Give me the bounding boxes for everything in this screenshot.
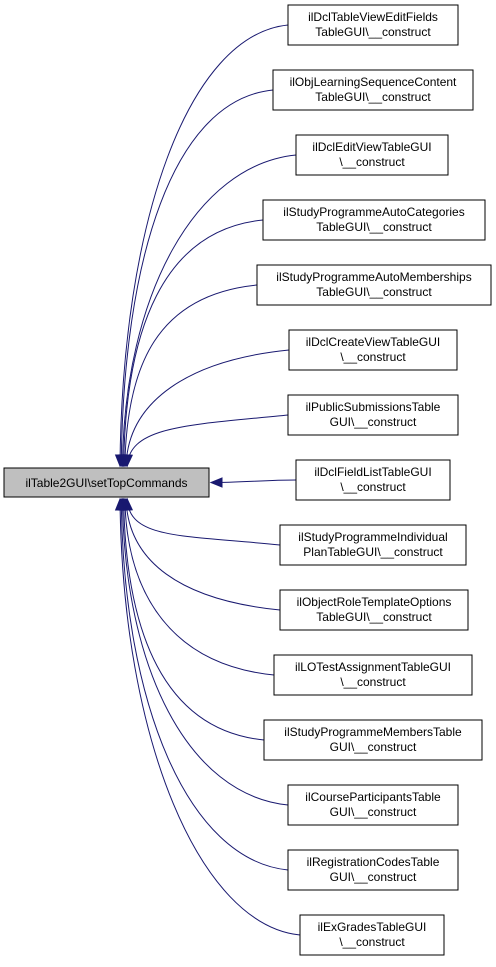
caller-node-box — [287, 4, 459, 46]
call-edge — [121, 154, 297, 467]
root-node-box — [3, 467, 210, 498]
caller-node-label-line2: GUI\__construct — [330, 870, 417, 884]
caller-node-box — [287, 394, 459, 436]
caller-node-label-line1: ilRegistrationCodesTable — [307, 855, 440, 869]
caller-node[interactable]: ilDclFieldListTableGUI\__construct — [295, 459, 451, 501]
caller-node-label-line1: ilStudyProgrammeAutoMemberships — [276, 270, 471, 284]
call-edge — [123, 219, 264, 467]
caller-node[interactable]: ilDclCreateViewTableGUI\__construct — [288, 329, 458, 371]
call-edge — [120, 89, 274, 467]
caller-node-label-line1: ilDclTableViewEditFields — [308, 10, 438, 24]
root-node[interactable]: ilTable2GUI\setTopCommands — [3, 467, 210, 498]
caller-node-label-line1: ilObjLearningSequenceContent — [290, 75, 457, 89]
arrow-head — [122, 454, 134, 468]
call-edge — [125, 349, 290, 467]
caller-node-label-line1: ilExGradesTableGUI — [318, 920, 427, 934]
arrow-head — [209, 477, 223, 488]
graph-nodes: ilTable2GUI\setTopCommands ilDclTableView… — [3, 4, 492, 956]
caller-node[interactable]: ilStudyProgrammeAutoCategoriesTableGUI\_… — [262, 199, 486, 241]
call-edge — [210, 479, 297, 483]
caller-node-box — [287, 784, 459, 826]
call-edges — [114, 24, 301, 936]
caller-node-label-line1: ilObjectRoleTemplateOptions — [297, 595, 452, 609]
caller-node-label-line1: ilDclCreateViewTableGUI — [306, 335, 441, 349]
caller-node[interactable]: ilLOTestAssignmentTableGUI\__construct — [273, 654, 473, 696]
call-edge — [126, 414, 289, 467]
call-edge — [120, 498, 289, 871]
caller-node-label-line2: \__construct — [339, 155, 405, 169]
caller-node[interactable]: ilObjectRoleTemplateOptionsTableGUI\__co… — [279, 589, 469, 631]
call-edge — [119, 24, 289, 467]
call-edge — [126, 498, 281, 546]
call-edge — [121, 498, 289, 806]
call-edge — [124, 498, 275, 676]
caller-node-label-line1: ilStudyProgrammeMembersTable — [284, 725, 462, 739]
caller-node-label-line2: GUI\__construct — [330, 805, 417, 819]
caller-node-label-line2: GUI\__construct — [330, 740, 417, 754]
caller-node-box — [295, 134, 449, 176]
caller-node-label-line1: ilLOTestAssignmentTableGUI — [295, 660, 451, 674]
caller-node-label-line1: ilStudyProgrammeIndividual — [298, 530, 447, 544]
caller-node-label-line2: TableGUI\__construct — [316, 610, 432, 624]
call-edge — [125, 498, 281, 611]
caller-node[interactable]: ilStudyProgrammeAutoMembershipsTableGUI\… — [256, 264, 492, 306]
caller-node-label-line2: TableGUI\__construct — [316, 285, 432, 299]
caller-node[interactable]: ilObjLearningSequenceContentTableGUI\__c… — [272, 69, 474, 111]
caller-node-label-line2: \__construct — [340, 675, 406, 689]
caller-node-label-line2: \__construct — [340, 480, 406, 494]
caller-node-label-line2: TableGUI\__construct — [315, 90, 431, 104]
caller-node-label-line1: ilCourseParticipantsTable — [305, 790, 441, 804]
caller-node[interactable]: ilDclTableViewEditFieldsTableGUI\__const… — [287, 4, 459, 46]
caller-node-box — [262, 199, 486, 241]
caller-node-label-line2: PlanTableGUI\__construct — [303, 545, 443, 559]
caller-node-box — [273, 654, 473, 696]
caller-node-box — [272, 69, 474, 111]
caller-node-box — [288, 329, 458, 371]
caller-node-box — [263, 719, 483, 761]
caller-node-box — [287, 849, 459, 891]
root-node-label: ilTable2GUI\setTopCommands — [25, 476, 187, 490]
caller-node-box — [295, 459, 451, 501]
caller-node-box — [279, 589, 469, 631]
caller-node-label-line1: ilDclEditViewTableGUI — [312, 140, 431, 154]
caller-node[interactable]: ilExGradesTableGUI\__construct — [299, 914, 445, 956]
caller-node-label-line2: TableGUI\__construct — [315, 25, 431, 39]
caller-node-box — [279, 524, 467, 566]
caller-node-label-line2: \__construct — [340, 350, 406, 364]
caller-node-label-line1: ilPublicSubmissionsTable — [306, 400, 441, 414]
caller-node[interactable]: ilStudyProgrammeIndividualPlanTableGUI\_… — [279, 524, 467, 566]
caller-node-box — [256, 264, 492, 306]
caller-node-label-line2: TableGUI\__construct — [316, 220, 432, 234]
caller-node-label-line1: ilStudyProgrammeAutoCategories — [283, 205, 464, 219]
caller-node[interactable]: ilStudyProgrammeMembersTableGUI\__constr… — [263, 719, 483, 761]
arrow-head — [114, 497, 126, 511]
caller-node-box — [299, 914, 445, 956]
call-edge — [119, 498, 301, 936]
call-edge — [124, 284, 258, 467]
caller-node[interactable]: ilDclEditViewTableGUI\__construct — [295, 134, 449, 176]
caller-node-label-line2: \__construct — [339, 935, 405, 949]
caller-node-label-line1: ilDclFieldListTableGUI — [314, 465, 431, 479]
call-edge — [123, 498, 265, 741]
caller-node-label-line2: GUI\__construct — [330, 415, 417, 429]
